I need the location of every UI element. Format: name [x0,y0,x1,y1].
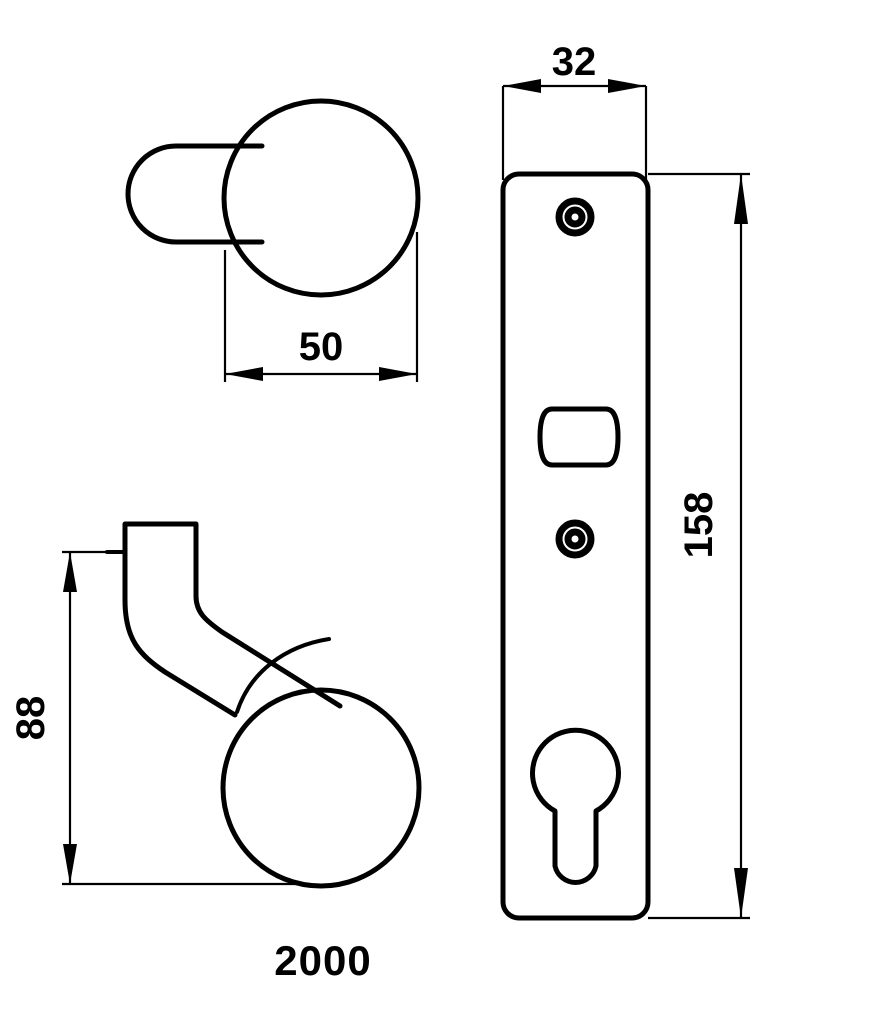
dimension-158-text: 158 [677,492,721,559]
dimension-50-arrow-right [379,367,417,381]
knob-ball-side-circle [220,687,422,889]
dimension-88: 88 [9,552,77,884]
dimension-158: 158 [648,172,750,920]
dimension-32-arrow-right [608,79,646,93]
dimension-50-text: 50 [299,325,344,369]
dimension-88-arrow-top [63,552,77,592]
knob-neck-ball-blend-arc [235,637,331,714]
backplate-front-view [500,171,651,921]
dimension-50: 50 [223,232,419,382]
dimension-50-arrow-left [225,367,263,381]
lower-screw-hole [555,519,595,559]
lower-screw-hole-outer-ring [555,519,595,559]
backplate-outline [500,171,651,921]
lower-screw-hole-inner-ring [564,528,586,550]
dimension-88-arrow-bottom [63,844,77,884]
dimension-32-text: 32 [552,40,597,84]
side-elevation-view [62,521,422,889]
knob-neck-right-contour [193,549,343,709]
upper-screw-hole [555,197,595,237]
knob-spigot-rectangle [122,521,199,555]
dimension-88-text: 88 [9,696,53,741]
dimension-32-arrow-left [503,79,541,93]
knob-stem-plan-outline [125,143,265,245]
knob-ball-plan-circle [221,98,421,298]
dimension-158-arrow-top [734,174,748,224]
upper-screw-hole-inner-ring [564,206,586,228]
plan-top-view [125,98,421,298]
dimension-158-arrow-bottom [734,868,748,918]
knob-neck-left-contour [122,549,238,718]
euro-cylinder-keyhole [530,727,621,885]
upper-screw-hole-outer-ring [555,197,595,237]
spindle-hole [537,406,621,468]
dimension-32: 32 [501,40,648,180]
part-number-label: 2000 [274,937,371,984]
